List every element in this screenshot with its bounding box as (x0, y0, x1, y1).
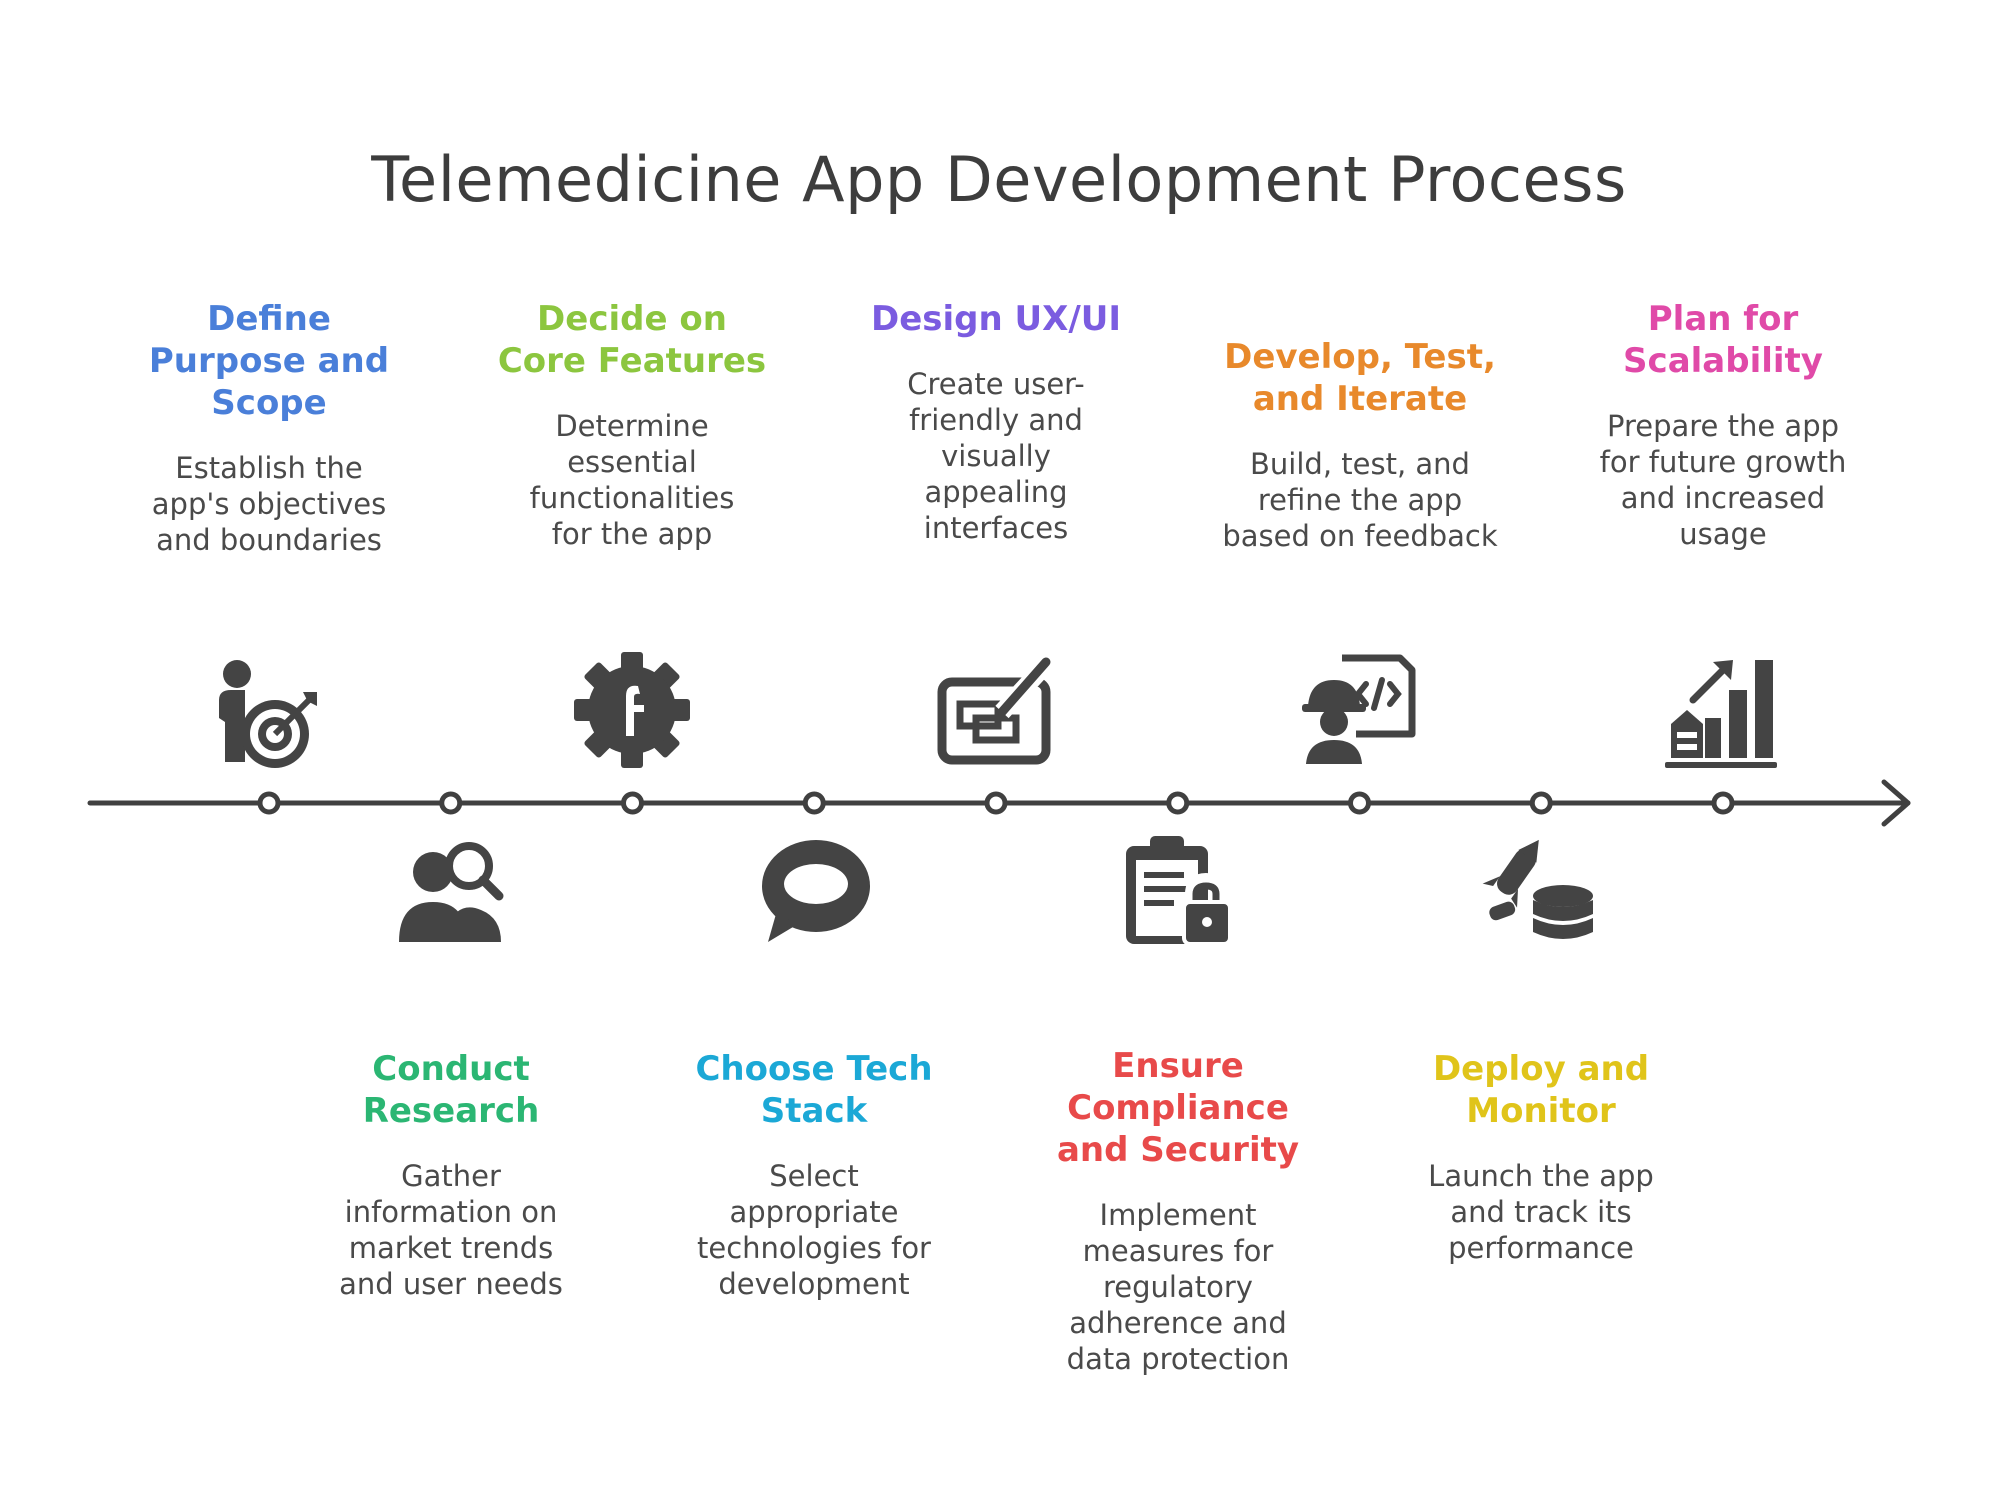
step-title: Plan for Scalability (1623, 299, 1823, 381)
timeline-node (621, 791, 644, 815)
step-description: Gather information on market trends and … (339, 1159, 563, 1301)
step-develop-test: Develop, Test, and Iterate Build, test, … (1210, 336, 1510, 554)
timeline-node (257, 791, 281, 815)
page-title: Telemedicine App Development Process (371, 143, 1627, 216)
timeline-node (1166, 791, 1190, 815)
step-description: Create user- friendly and visually appea… (907, 367, 1085, 545)
developer-code-icon (1300, 650, 1420, 770)
step-description: Select appropriate technologies for deve… (697, 1159, 931, 1301)
step-description: Build, test, and refine the app based on… (1222, 447, 1498, 553)
timeline-arrowhead (1881, 779, 1911, 827)
timeline-node (802, 791, 826, 815)
gear-f-icon (572, 650, 692, 770)
step-ensure-compliance: Ensure Compliance and Security Implement… (1028, 1045, 1328, 1377)
design-pen-icon (936, 652, 1056, 772)
speech-bubble-icon (754, 830, 874, 950)
step-title: Develop, Test, and Iterate (1224, 337, 1496, 419)
step-decide-features: Decide on Core Features Determine essent… (482, 298, 782, 552)
growth-chart-icon (1663, 650, 1783, 770)
timeline-node (1711, 791, 1735, 815)
people-search-icon (391, 830, 511, 950)
timeline-node (439, 791, 463, 815)
step-title: Decide on Core Features (497, 299, 767, 381)
step-title: Ensure Compliance and Security (1056, 1046, 1300, 1170)
timeline-node (984, 791, 1008, 815)
step-description: Launch the app and track its performance (1428, 1159, 1654, 1265)
step-description: Determine essential functionalities for … (529, 409, 735, 551)
step-conduct-research: Conduct Research Gather information on m… (301, 1048, 601, 1302)
step-title: Deploy and Monitor (1432, 1049, 1650, 1131)
step-title: Choose Tech Stack (695, 1049, 933, 1131)
step-description: Implement measures for regulatory adhere… (1066, 1198, 1290, 1376)
person-target-icon (209, 652, 329, 772)
step-title: Conduct Research (362, 1049, 540, 1131)
step-description: Establish the app's objectives and bound… (151, 451, 387, 557)
step-description: Prepare the app for future growth and in… (1599, 409, 1847, 551)
rocket-database-icon (1481, 830, 1601, 950)
step-define-purpose: Define Purpose and Scope Establish the a… (119, 298, 419, 558)
step-choose-tech: Choose Tech Stack Select appropriate tec… (664, 1048, 964, 1302)
step-design-ux: Design UX/UI Create user- friendly and v… (846, 298, 1146, 546)
timeline-node (1348, 791, 1371, 815)
step-title: Define Purpose and Scope (148, 299, 390, 423)
timeline-node (1529, 791, 1553, 815)
clipboard-lock-icon (1118, 830, 1238, 950)
step-plan-scalability: Plan for Scalability Prepare the app for… (1573, 298, 1873, 552)
step-title: Design UX/UI (870, 299, 1122, 339)
step-deploy-monitor: Deploy and Monitor Launch the app and tr… (1391, 1048, 1691, 1266)
